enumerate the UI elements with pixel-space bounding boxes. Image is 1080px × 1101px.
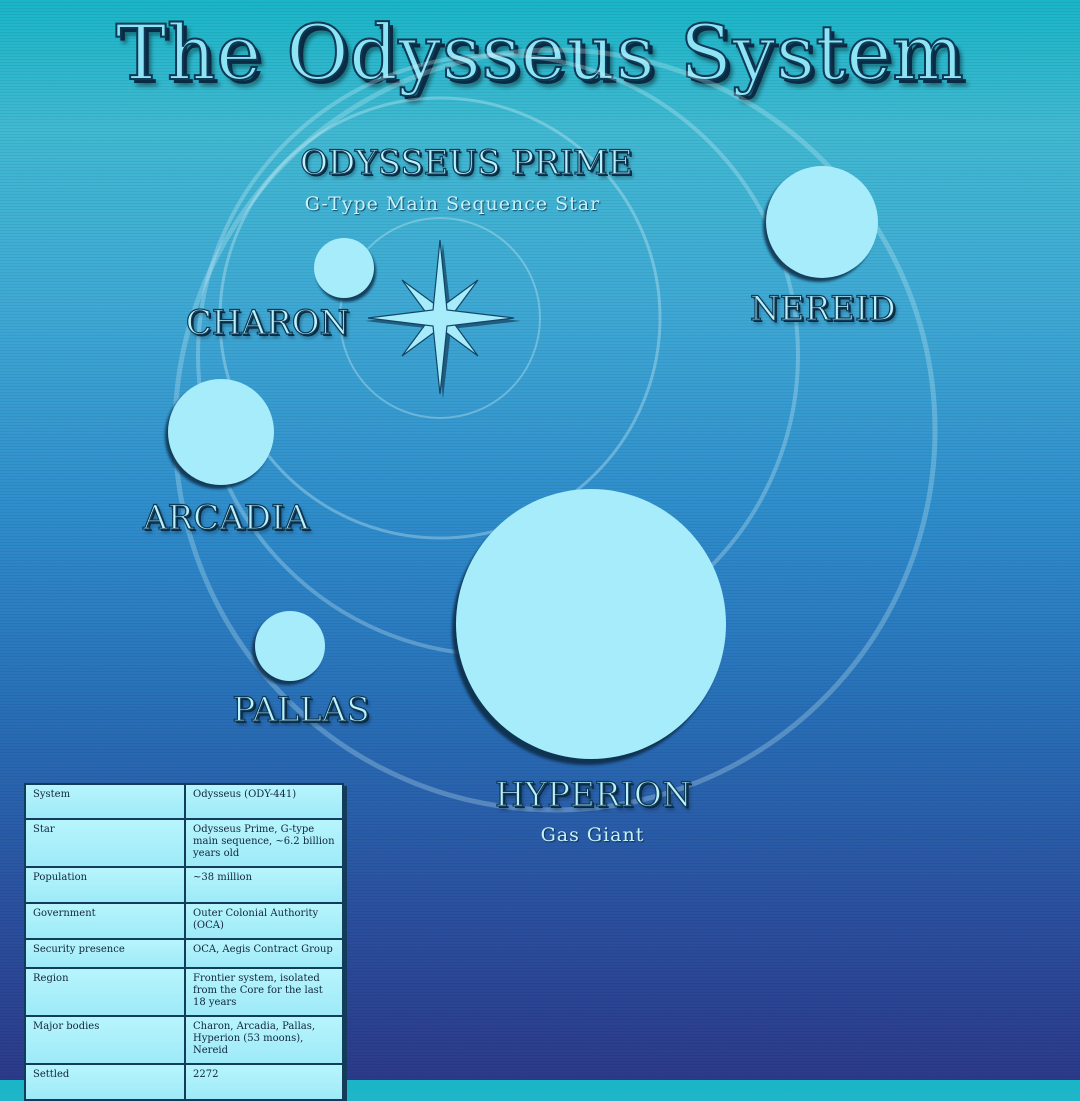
- table-key-cell: Security presence: [24, 938, 186, 969]
- table-value-cell: ~38 million: [184, 866, 344, 904]
- table-value-cell: OCA, Aegis Contract Group: [184, 938, 344, 969]
- hyperion-label: HYPERION: [494, 774, 692, 815]
- table-value-cell: 2272: [184, 1063, 344, 1101]
- table-key-cell: System: [24, 783, 186, 820]
- table-row: Government Outer Colonial Authority (OCA…: [24, 902, 344, 940]
- table-value-cell: Charon, Arcadia, Pallas, Hyperion (53 mo…: [184, 1015, 344, 1065]
- table-row: Star Odysseus Prime, G-type main sequenc…: [24, 818, 344, 868]
- pallas-label: PALLAS: [232, 689, 371, 730]
- system-info-table: System Odysseus (ODY-441) Star Odysseus …: [24, 783, 344, 1101]
- table-key-cell: Settled: [24, 1063, 186, 1101]
- nereid-label: NEREID: [749, 288, 896, 329]
- table-key-cell: Government: [24, 902, 186, 940]
- planet-pallas: [252, 611, 325, 685]
- star-main-rays: [367, 239, 515, 395]
- table-row: Region Frontier system, isolated from th…: [24, 967, 344, 1017]
- planet-nereid: [763, 166, 878, 282]
- table-key-cell: Major bodies: [24, 1015, 186, 1065]
- planet-hyperion: [452, 489, 726, 765]
- charon-label: CHARON: [185, 302, 350, 343]
- star-name-label: ODYSSEUS PRIME: [299, 142, 633, 183]
- arcadia-label: ARCADIA: [142, 497, 309, 538]
- orbit-ring: [339, 217, 541, 419]
- table-row: Settled 2272: [24, 1063, 344, 1101]
- table-key-cell: Star: [24, 818, 186, 868]
- page-title: The Odysseus System: [115, 7, 965, 98]
- table-value-cell: Frontier system, isolated from the Core …: [184, 967, 344, 1017]
- table-value-cell: Outer Colonial Authority (OCA): [184, 902, 344, 940]
- table-row: Major bodies Charon, Arcadia, Pallas, Hy…: [24, 1015, 344, 1065]
- planet-arcadia: [165, 379, 274, 489]
- table-key-cell: Population: [24, 866, 186, 904]
- star-type-label: G-Type Main Sequence Star: [304, 193, 601, 215]
- table-row: Security presence OCA, Aegis Contract Gr…: [24, 938, 344, 969]
- table-value-cell: Odysseus Prime, G-type main sequence, ~6…: [184, 818, 344, 868]
- table-key-cell: Region: [24, 967, 186, 1017]
- hyperion-type-label: Gas Giant: [540, 824, 645, 846]
- table-row: Population ~38 million: [24, 866, 344, 904]
- orbit-ring: [218, 96, 662, 540]
- table-value-cell: Odysseus (ODY-441): [184, 783, 344, 820]
- star-odysseus-prime: [365, 239, 521, 399]
- table-row: System Odysseus (ODY-441): [24, 783, 344, 820]
- planet-charon: [314, 238, 376, 302]
